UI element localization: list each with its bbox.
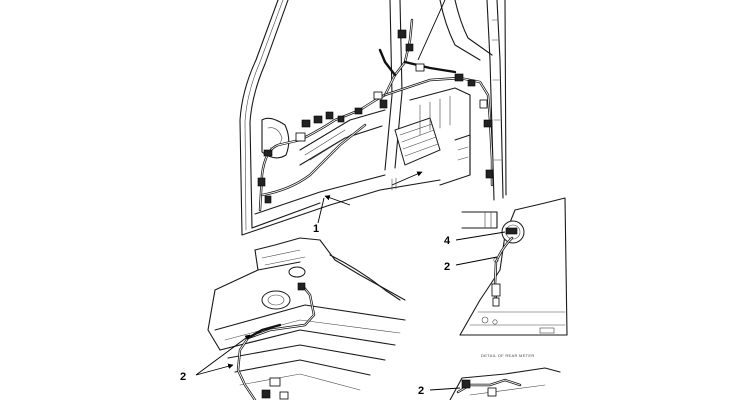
floor-harness <box>236 283 316 400</box>
detail-panel-outline <box>459 197 568 336</box>
callout-4-leader <box>455 231 506 241</box>
main-cab-view: 1 <box>239 0 507 236</box>
cab-left-pillar <box>239 0 279 236</box>
bottom-right-connector <box>461 379 471 389</box>
floor-panel-outline <box>254 237 406 301</box>
callout-1-leader <box>317 197 325 224</box>
detail-caption: DETAIL OF REAR METER <box>481 353 535 358</box>
harness-1 <box>258 18 494 212</box>
callout-2-floor-leader-b <box>195 363 234 376</box>
floor-view: 2 <box>180 237 406 400</box>
callout-1-label: 1 <box>313 223 319 235</box>
rear-console <box>394 117 441 166</box>
callout-2-bottom-leader <box>429 387 461 391</box>
floor-connector-2 <box>269 377 281 387</box>
view-arrow-left <box>324 195 351 206</box>
callout-2-bottom-label: 2 <box>418 385 424 397</box>
floor-port <box>288 266 306 278</box>
harness-1-connectors <box>257 29 494 204</box>
view-arrow-right <box>391 171 423 186</box>
floor-connector-1 <box>297 282 306 291</box>
callout-2-floor-label: 2 <box>180 371 186 383</box>
callout-4-label: 4 <box>444 235 451 247</box>
bottom-right-view: 2 <box>418 367 561 400</box>
detail-inline-connector <box>491 283 501 297</box>
callout-2-detail-leader <box>455 256 498 266</box>
callout-2-floor-leader-a <box>195 334 251 376</box>
detail-connector <box>505 227 518 235</box>
detail-rear-meter-view: 4 2 DETAIL OF REAR METER <box>444 197 568 358</box>
callout-top-leader <box>417 0 446 61</box>
bottom-right-panel-outline <box>449 367 561 400</box>
callout-2-detail-label: 2 <box>444 261 450 273</box>
floor-grommet <box>261 290 291 310</box>
cab-rear-wall <box>384 0 393 171</box>
cab-floor-sill <box>241 179 441 236</box>
